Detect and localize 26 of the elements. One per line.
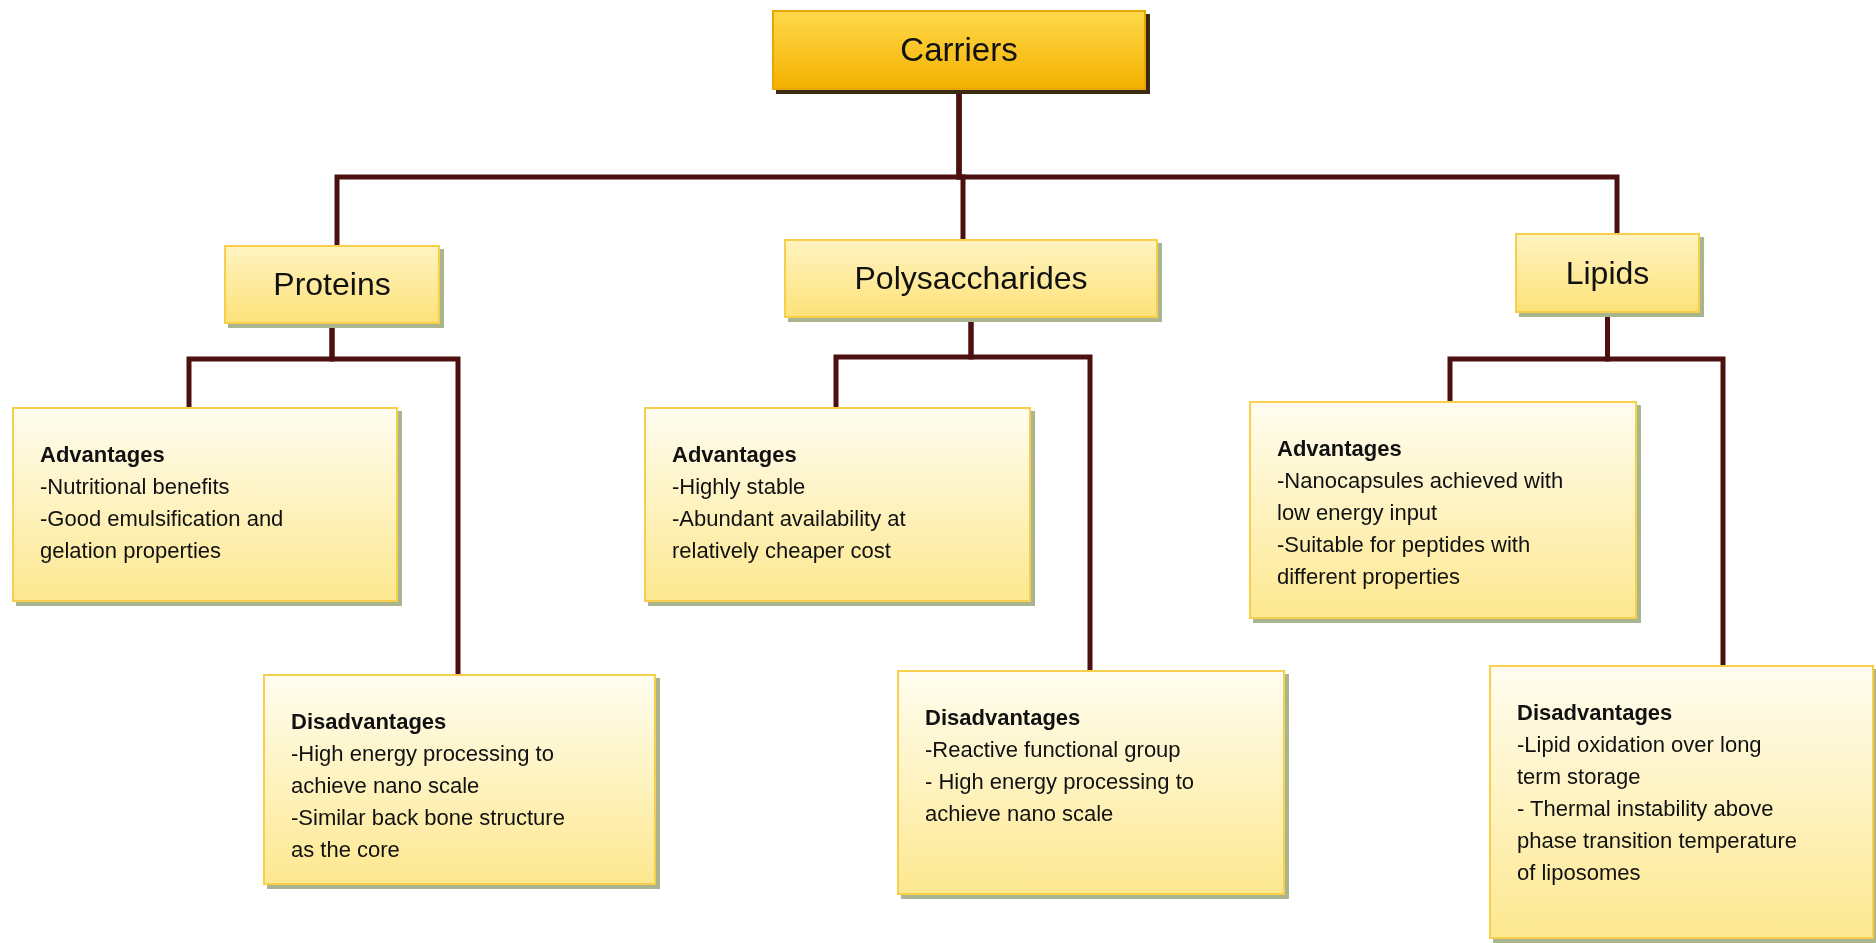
category-label: Polysaccharides — [854, 260, 1088, 297]
list-item: -Nutritional benefits — [40, 473, 231, 501]
section-heading: Disadvantages — [291, 708, 448, 736]
connector-line — [956, 92, 1620, 233]
section-heading: Advantages — [672, 441, 798, 469]
section-heading: Disadvantages — [1517, 699, 1674, 727]
list-item: -High energy processing to achieve nano scale — [291, 740, 555, 800]
list-item: -Good emulsification and gelation properties — [40, 505, 285, 565]
connector-line — [968, 320, 1093, 670]
title-label: Carriers — [900, 31, 1018, 69]
list-item: - Thermal instability above phase transition temperature of liposomes — [1517, 795, 1799, 887]
list-item: - High energy processing to achieve nano scale — [925, 768, 1196, 828]
list-item: -Similar back bone structure as the core — [291, 804, 566, 864]
category-label: Lipids — [1565, 254, 1650, 292]
connector-line — [329, 326, 461, 674]
section-heading: Advantages — [1277, 435, 1403, 463]
list-item: -Lipid oxidation over long term storage — [1517, 731, 1763, 791]
category-label: Proteins — [273, 266, 391, 303]
list-item: -Reactive functional group — [925, 736, 1182, 764]
list-item: -Suitable for peptides with different properties — [1277, 531, 1532, 591]
connector-line — [1605, 315, 1726, 665]
list-item: -Nanocapsules achieved with low energy input — [1277, 467, 1565, 527]
list-item: -Abundant availability at relatively cheaper cost — [672, 505, 907, 565]
section-heading: Advantages — [40, 441, 166, 469]
section-heading: Disadvantages — [925, 704, 1082, 732]
list-item: -Highly stable — [672, 473, 807, 501]
